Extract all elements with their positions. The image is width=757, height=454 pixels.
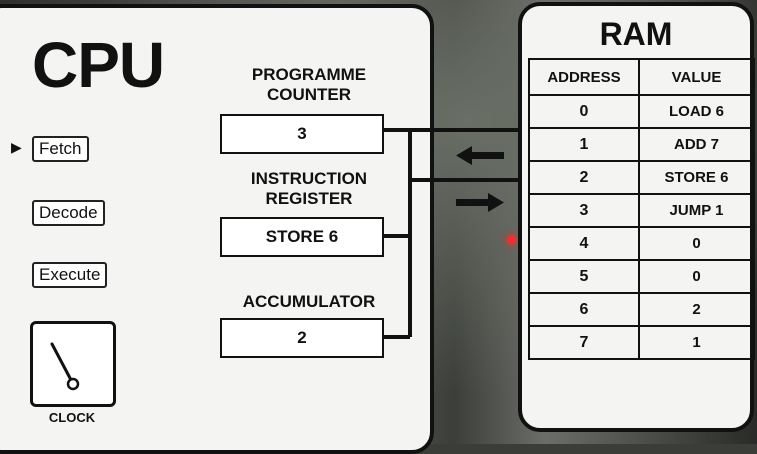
ram-address-cell: 0 (528, 94, 640, 129)
stage-decode-button[interactable]: Decode (32, 200, 105, 226)
current-stage-pointer-icon: ▶ (11, 139, 22, 155)
programme-counter-label-line2: COUNTER (266, 85, 352, 104)
value-column-header: VALUE (638, 58, 755, 96)
ram-value-cell: 1 (638, 325, 755, 360)
programme-counter-value: 3 (220, 114, 384, 154)
ram-address-cell: 7 (528, 325, 640, 360)
ram-address-cell: 1 (528, 127, 640, 162)
cpu-title: CPU (32, 29, 165, 101)
ram-value-cell: 2 (638, 292, 755, 327)
clock-switch-icon (50, 342, 80, 391)
ram-address-cell: 4 (528, 226, 640, 261)
address-column-header: ADDRESS (528, 58, 640, 96)
clock-button[interactable] (30, 321, 116, 407)
programme-counter-label-line1: PROGRAMME (251, 65, 367, 84)
ram-address-cell: 2 (528, 160, 640, 195)
ram-address-cell: 3 (528, 193, 640, 228)
accumulator-value: 2 (220, 318, 384, 358)
bus-lines (384, 128, 522, 339)
ram-address-cell: 6 (528, 292, 640, 327)
indicator-light (508, 236, 516, 244)
ram-value-cell: JUMP 1 (638, 193, 755, 228)
ram-value-cell: LOAD 6 (638, 94, 755, 129)
instruction-register-label-line2: REGISTER (265, 189, 353, 208)
programme-counter-label: PROGRAMME COUNTER (224, 65, 394, 105)
ram-header-row: ADDRESS VALUE (528, 58, 755, 96)
ram-address-cell: 5 (528, 259, 640, 294)
ram-value-cell: 0 (638, 259, 755, 294)
right-arrow-icon (456, 193, 504, 212)
ram-value-cell: STORE 6 (638, 160, 755, 195)
instruction-register-value: STORE 6 (220, 217, 384, 257)
instruction-register-label: INSTRUCTION REGISTER (224, 169, 394, 209)
clock-label: CLOCK (48, 410, 96, 425)
instruction-register-label-line1: INSTRUCTION (250, 169, 368, 188)
ram-value-cell: ADD 7 (638, 127, 755, 162)
ram-title: RAM (599, 16, 673, 52)
ram-value-cell: 0 (638, 226, 755, 261)
stage-fetch-button[interactable]: Fetch (32, 136, 89, 162)
stage-execute-button[interactable]: Execute (32, 262, 108, 288)
data-bus (384, 128, 522, 339)
left-arrow-icon (456, 146, 504, 165)
accumulator-label: ACCUMULATOR (242, 292, 376, 311)
